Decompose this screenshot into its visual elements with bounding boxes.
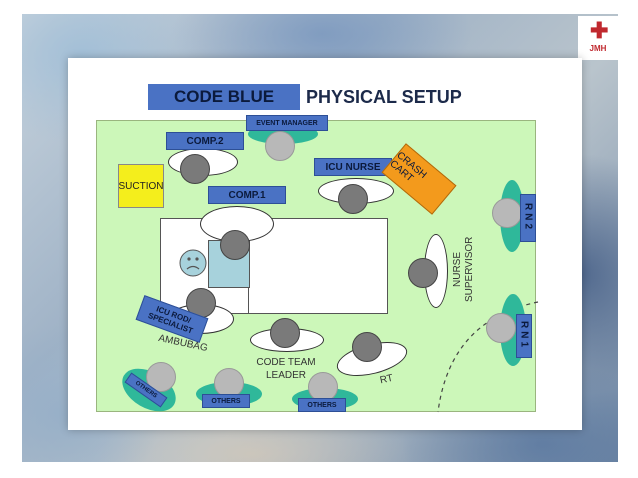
comp2-person	[180, 154, 210, 184]
event-manager-label: EVENT MANAGER	[246, 115, 328, 131]
rn2-label: RN2	[520, 194, 536, 242]
code-team-leader-person	[270, 318, 300, 348]
event-manager-person	[265, 131, 295, 161]
code-team-leader-label: CODE TEAM LEADER	[256, 357, 316, 381]
hospital-logo: ✚ JMH	[578, 16, 618, 60]
nurse-supervisor-person	[408, 258, 438, 288]
rn1-label: RN1	[516, 314, 532, 358]
cross-icon: ✚	[590, 18, 609, 43]
others-left-label: OTHERS	[202, 394, 250, 408]
patient-face-icon	[179, 249, 207, 277]
rn2-person	[492, 198, 522, 228]
comp2-label: COMP.2	[166, 132, 244, 150]
rn1-person	[486, 313, 516, 343]
others-right-label: OTHERS	[298, 398, 346, 412]
others-left-person	[214, 368, 244, 398]
rt-person	[352, 332, 382, 362]
title-highlight: CODE BLUE	[148, 84, 300, 110]
door-arc	[437, 301, 539, 413]
others-right-person	[308, 372, 338, 402]
title-rest: PHYSICAL SETUP	[306, 87, 462, 107]
comp1-label: COMP.1	[208, 186, 286, 204]
comp1-person	[220, 230, 250, 260]
icu-nurse-label: ICU NURSE	[314, 158, 392, 176]
nurse-supervisor-label: NURSE SUPERVISOR	[452, 236, 475, 302]
icu-nurse-person	[338, 184, 368, 214]
suction-box: SUCTION	[118, 164, 164, 208]
logo-text: JMH	[589, 44, 607, 53]
